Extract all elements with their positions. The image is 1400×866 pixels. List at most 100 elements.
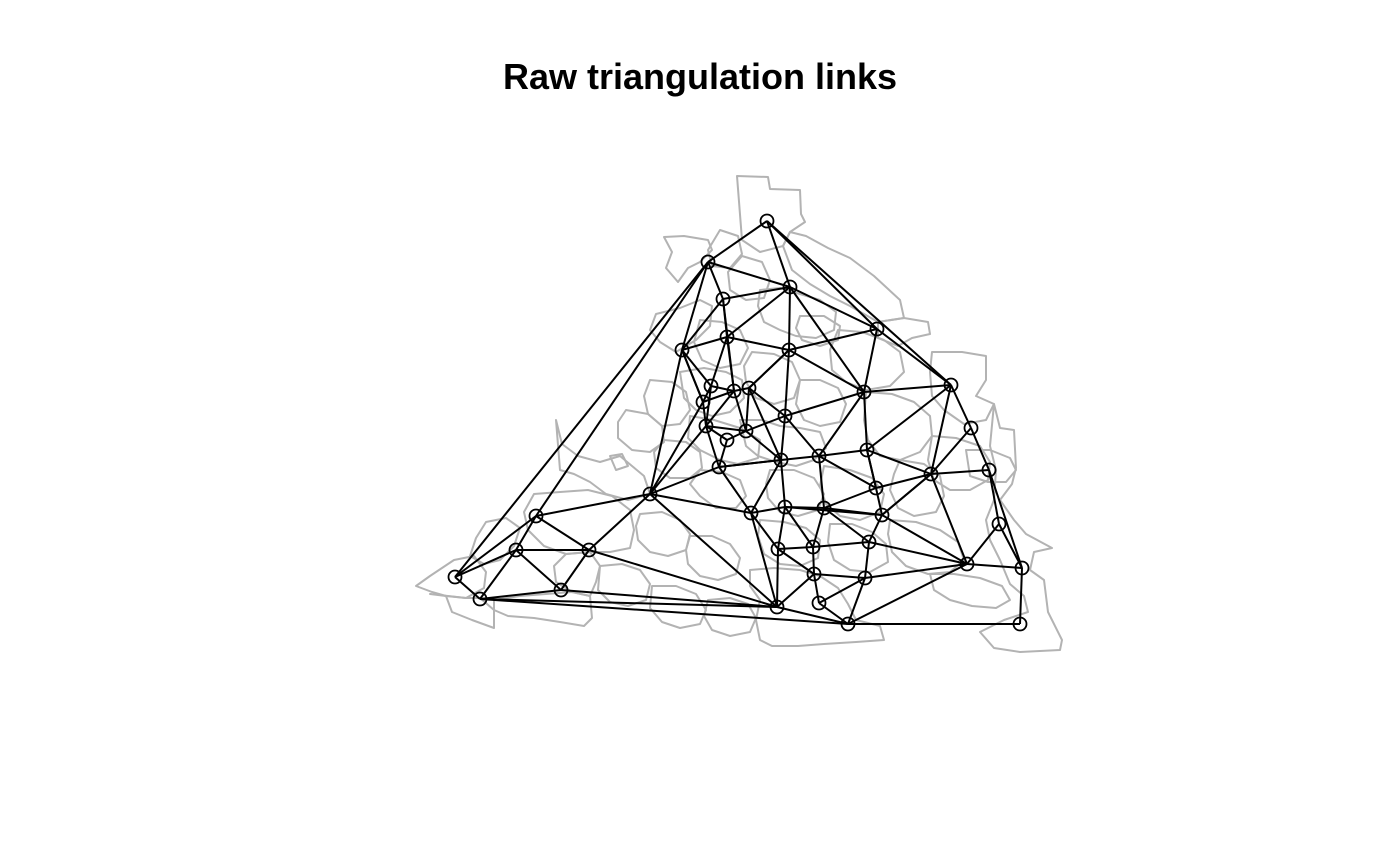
triangulation-link	[988, 469, 1000, 525]
centroid-node	[781, 342, 797, 358]
centroid-node	[738, 423, 754, 439]
boundary-polygon	[553, 551, 601, 597]
centroid-node	[868, 480, 884, 496]
centroid-node	[743, 505, 759, 521]
boundary-polygon	[523, 489, 635, 555]
boundary-polygon	[782, 231, 905, 323]
triangulation-link	[588, 493, 651, 551]
triangulation-link	[560, 549, 590, 591]
centroid-node	[782, 279, 798, 295]
triangulation-link	[726, 286, 791, 338]
triangulation-link	[950, 384, 972, 429]
triangulation-link	[515, 549, 562, 591]
triangulation-link	[966, 523, 1000, 565]
centroid-node	[869, 321, 885, 337]
boundary-polygon	[757, 519, 821, 567]
centroid-node	[581, 542, 597, 558]
triangulation-link	[707, 261, 791, 288]
boundary-polygon	[727, 255, 771, 301]
triangulation-link	[868, 541, 968, 565]
boundary-polygon	[827, 523, 889, 573]
triangulation-link	[788, 349, 865, 393]
centroid-node	[726, 383, 742, 399]
triangulation-link	[649, 493, 778, 608]
triangulation-link	[649, 425, 707, 495]
centroid-node	[715, 291, 731, 307]
triangulation-link	[881, 514, 968, 565]
centroid-node	[759, 213, 775, 229]
triangulation-link	[705, 390, 735, 427]
boundary-polygon	[979, 403, 1063, 653]
centroid-node	[959, 556, 975, 572]
boundary-polygon	[609, 453, 629, 471]
triangulation-link	[718, 459, 782, 468]
centroid-node	[769, 599, 785, 615]
triangulation-link	[788, 328, 878, 351]
boundary-polygon	[617, 409, 665, 453]
triangulation-link	[535, 515, 590, 551]
centroid-node	[943, 377, 959, 393]
triangulation-link	[560, 589, 778, 608]
triangulation-link	[766, 220, 878, 330]
triangulation-link	[705, 425, 728, 441]
triangulation-link	[789, 286, 865, 393]
triangulation-link	[535, 261, 709, 517]
triangulation-link	[866, 384, 952, 451]
triangulation-link	[777, 546, 814, 550]
boundary-polygon	[469, 517, 521, 565]
centroid-node	[806, 566, 822, 582]
triangulation-link	[776, 606, 849, 625]
boundary-polygon	[965, 449, 1017, 483]
triangulation-links	[454, 220, 1023, 625]
triangulation-link	[847, 577, 866, 625]
triangulation-link	[813, 573, 820, 604]
triangulation-link	[766, 220, 952, 386]
triangulation-link	[812, 541, 870, 548]
triangulation-link	[454, 515, 537, 578]
triangulation-link	[930, 384, 952, 475]
boundary-polygon	[829, 329, 905, 391]
centroid-node	[553, 582, 569, 598]
triangulation-link	[875, 473, 932, 489]
boundary-polygon	[643, 379, 691, 427]
triangulation-link	[649, 466, 720, 495]
centroid-node	[963, 420, 979, 436]
centroid-node	[508, 542, 524, 558]
triangulation-link	[454, 261, 709, 578]
centroid-node	[861, 534, 877, 550]
triangulation-link	[966, 563, 1023, 569]
boundary-polygon	[689, 469, 747, 509]
centroid-node	[777, 408, 793, 424]
centroid-node	[700, 254, 716, 270]
triangulation-link	[988, 469, 1023, 569]
triangulation-link	[479, 598, 778, 608]
triangulation-link	[750, 512, 778, 608]
triangulation-link	[726, 336, 790, 351]
triangulation-link	[718, 466, 752, 514]
triangulation-link	[718, 439, 728, 468]
triangulation-link	[864, 563, 968, 579]
centroid-node	[777, 499, 793, 515]
triangulation-link	[733, 387, 750, 392]
triangulation-link	[930, 427, 972, 475]
centroid-node	[674, 342, 690, 358]
centroid-node	[770, 541, 786, 557]
boundary-polygon	[929, 351, 995, 425]
centroid-node	[773, 452, 789, 468]
centroid-node	[719, 432, 735, 448]
boundary-polygon	[635, 511, 691, 557]
triangulation-link	[818, 577, 866, 604]
centroid-node	[981, 462, 997, 478]
triangulation-link	[823, 487, 877, 509]
triangulation-link	[649, 401, 704, 495]
triangulation-link	[479, 598, 849, 625]
centroid-node	[1014, 560, 1030, 576]
triangulation-link	[535, 493, 651, 517]
centroid-node	[811, 595, 827, 611]
triangulation-link	[479, 589, 562, 600]
boundary-polygon	[929, 573, 1011, 609]
boundary-polygon	[703, 597, 757, 637]
boundary-polygon	[649, 585, 707, 629]
boundary-polygon	[877, 317, 931, 347]
